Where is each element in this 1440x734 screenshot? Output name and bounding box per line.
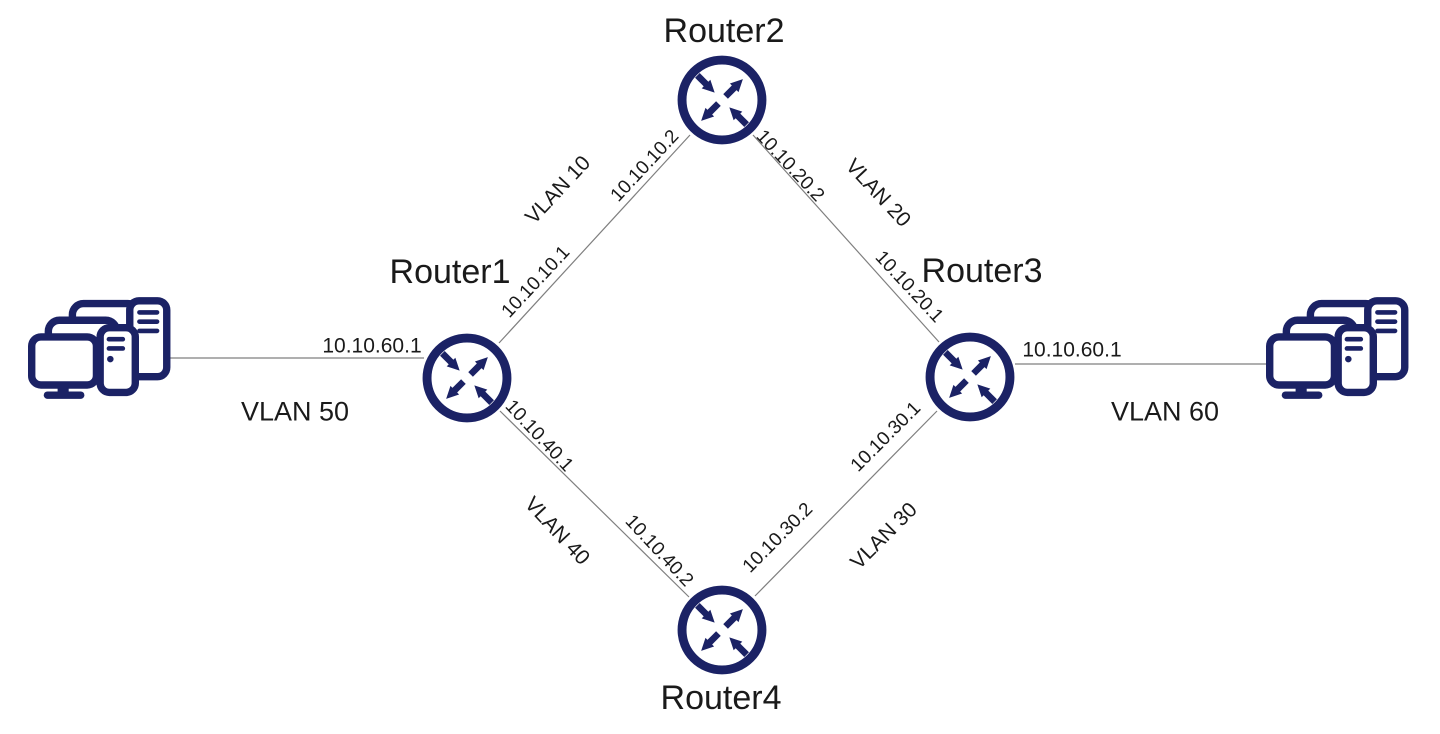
router1-icon <box>422 333 512 423</box>
router1-label: Router1 <box>389 253 511 291</box>
router2-icon <box>677 55 767 145</box>
link-router1-router2 <box>498 134 691 344</box>
arrow-outward-topright <box>468 357 488 377</box>
router3-icon <box>925 332 1015 422</box>
ip-label-router3-vlan60: 10.10.60.1 <box>1022 338 1122 362</box>
link-router2-router3 <box>752 134 940 343</box>
router3-label: Router3 <box>921 252 1043 290</box>
link-router3-router4 <box>754 410 938 597</box>
vlan60-label: VLAN 60 <box>1110 396 1220 427</box>
router4-label: Router4 <box>660 679 782 717</box>
vlan50-label: VLAN 50 <box>240 396 350 427</box>
arrow-outward-bottomleft <box>446 379 466 399</box>
computer-cluster-icon-right <box>1266 297 1409 399</box>
ip-label-router1-vlan50: 10.10.60.1 <box>322 334 422 358</box>
link-router1-router4 <box>499 410 690 598</box>
router4-icon <box>677 585 767 675</box>
computer-cluster-icon-left <box>28 297 171 399</box>
router2-label: Router2 <box>663 12 785 50</box>
